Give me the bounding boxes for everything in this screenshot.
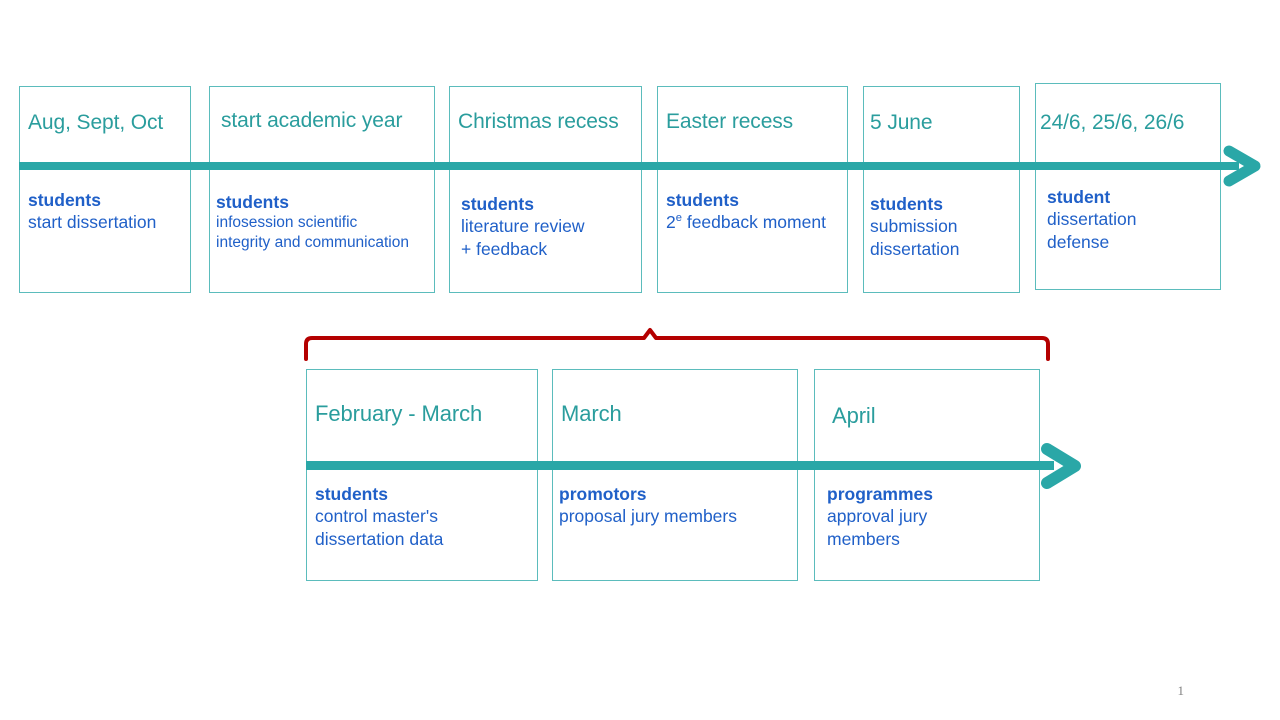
milestone-detail-line: defense [1047,231,1110,252]
milestone-role-label: programmes [827,484,934,504]
timeline-bottom-milestone-1[interactable]: February - March students control master… [306,369,538,581]
milestone-role-label: students [461,194,534,214]
milestone-detail-line: literature review [461,216,585,237]
milestone-period-label: February - March [315,401,483,426]
milestone-period-label: March [561,401,622,426]
ordinal-base: 2 [666,212,676,233]
page-number: 1 [1177,683,1185,698]
milestone-body: students submission dissertation [870,193,1015,260]
milestone-body: students start dissertation [28,189,186,234]
milestone-period-label: Easter recess [666,110,794,133]
ordinal-superscript: e [675,212,682,225]
milestone-role-label: students [870,194,943,214]
timeline-top-milestone-3[interactable]: Christmas recess students literature rev… [449,86,642,293]
timeline-top-milestone-1[interactable]: Aug, Sept, Oct students start dissertati… [19,86,191,293]
milestone-detail-line: dissertation [870,238,960,259]
milestone-period-label: April [832,403,876,428]
milestone-detail-line: 2e feedback moment [666,211,843,233]
milestone-body: student dissertation defense [1047,186,1216,253]
timeline-top-milestone-4[interactable]: Easter recess students 2e feedback momen… [657,86,848,293]
milestone-period-label: start academic year [221,109,403,132]
milestone-detail-line: + feedback [461,238,548,259]
milestone-body: programmes approval jury members [827,483,1035,550]
milestone-role-label: students [315,484,388,504]
milestone-role-label: students [28,190,101,210]
milestone-body: promotors proposal jury members [559,483,793,528]
milestone-period-label: 5 June [870,111,933,134]
milestone-detail-line: dissertation [1047,209,1137,230]
milestone-body: students infosession scientific integrit… [216,191,430,253]
timeline-bottom-milestone-2[interactable]: March promotors proposal jury members [552,369,798,581]
milestone-role-label: student [1047,187,1111,207]
ordinal-rest: feedback moment [681,212,826,233]
timeline-top-milestone-2[interactable]: start academic year students infosession… [209,86,435,293]
timeline-top-milestone-6[interactable]: 24/6, 25/6, 26/6 student dissertation de… [1035,83,1221,290]
milestone-body: students literature review + feedback [461,193,637,260]
timeline-bottom-axis-line [306,461,1054,470]
milestone-detail-line: members [827,528,900,549]
milestone-detail-line: approval jury [827,506,928,527]
milestone-role-label: students [216,192,289,212]
red-grouping-bracket [300,328,1060,363]
milestone-period-label: 24/6, 25/6, 26/6 [1040,111,1185,134]
milestone-detail-line: start dissertation [28,212,157,233]
milestone-role-label: students [666,190,739,210]
timeline-top-axis-line [19,162,1239,170]
milestone-role-label: promotors [559,484,647,504]
timeline-top-milestone-5[interactable]: 5 June students submission dissertation [863,86,1020,293]
milestone-period-label: Aug, Sept, Oct [28,111,164,134]
milestone-detail-line: submission [870,216,958,237]
milestone-detail-line: dissertation data [315,528,444,549]
milestone-period-label: Christmas recess [458,110,619,133]
timeline-bottom-milestone-3[interactable]: April programmes approval jury members [814,369,1040,581]
milestone-detail-line: control master's [315,506,438,527]
milestone-detail-line: proposal jury members [559,506,737,527]
milestone-body: students control master's dissertation d… [315,483,533,550]
milestone-detail-line: infosession scientific [216,214,358,232]
milestone-body: students 2e feedback moment [666,189,843,234]
milestone-detail-line: integrity and communication [216,234,409,252]
